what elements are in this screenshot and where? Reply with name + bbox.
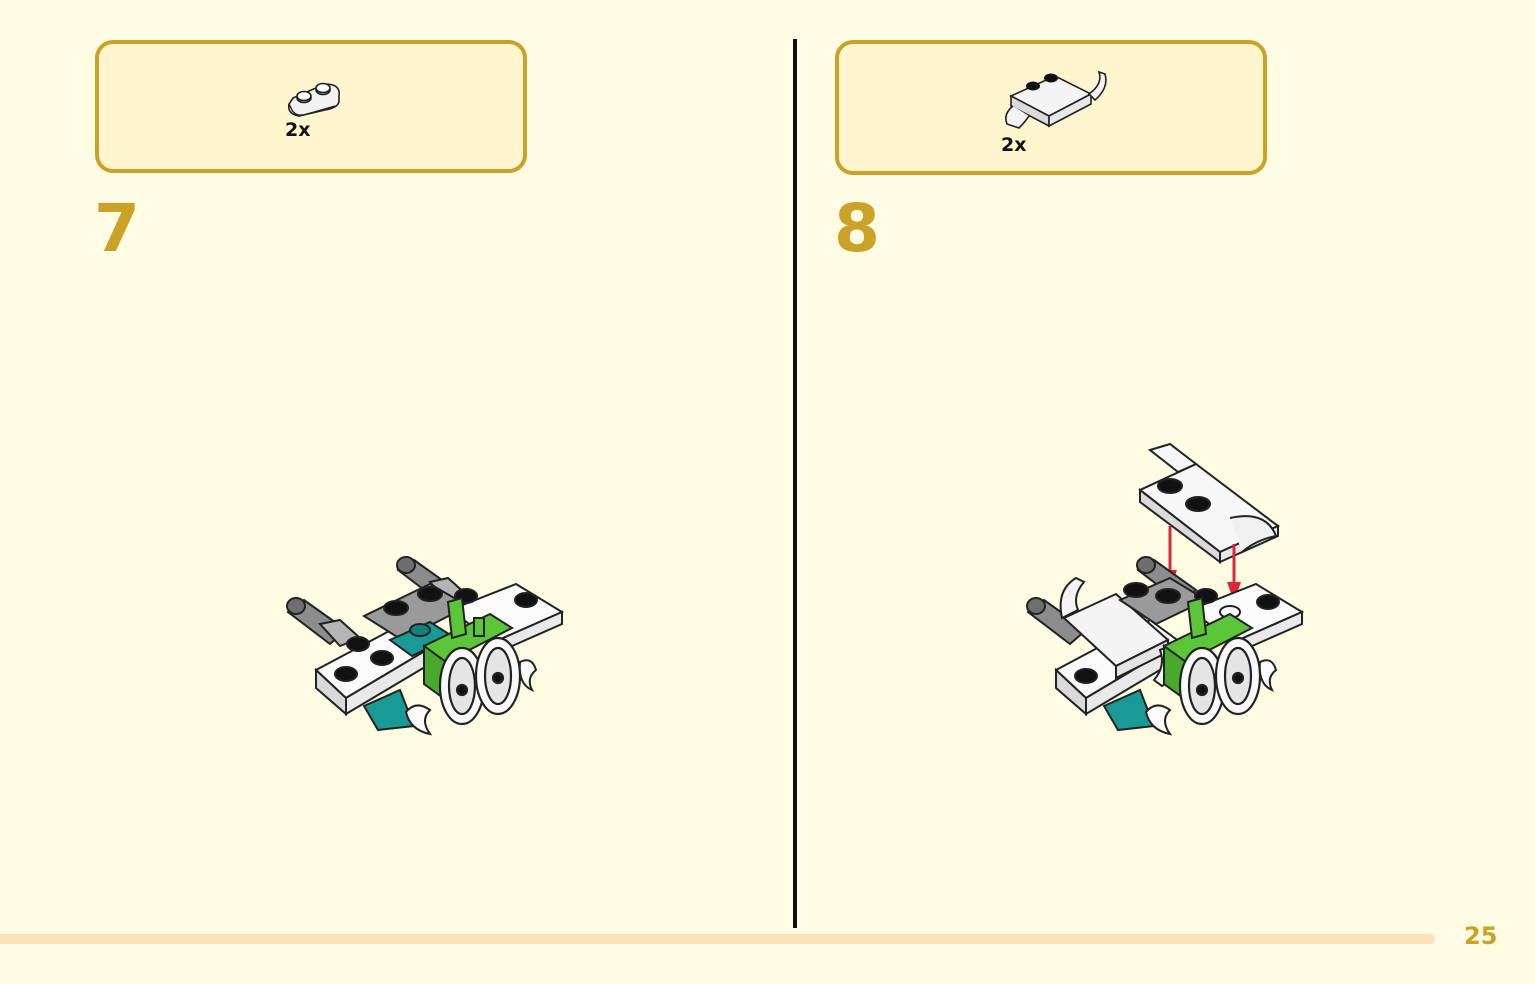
parts-callout-step-7: 2x <box>95 40 527 173</box>
windscreen-attached <box>1059 576 1175 688</box>
body-gray <box>1117 576 1209 626</box>
parts-callout-step-8: 2x <box>835 40 1267 175</box>
claw-piece <box>404 659 538 736</box>
windscreen-piece-floating <box>1138 442 1280 564</box>
front-wheels <box>438 636 522 726</box>
body-teal <box>362 620 455 732</box>
windscreen-piece-icon <box>1005 70 1107 129</box>
front-wheels <box>1178 636 1262 726</box>
step-8-model-illustration <box>1026 442 1305 736</box>
page-number: 25 <box>1464 922 1498 950</box>
footer-bar <box>0 934 1435 944</box>
plate-1x2-round-icon <box>287 82 341 117</box>
step-number: 7 <box>94 190 140 267</box>
part-quantity: 2x <box>1001 134 1027 156</box>
step-7-model-illustration <box>286 556 565 736</box>
part-quantity: 2x <box>285 119 311 141</box>
claw-piece <box>1144 659 1278 736</box>
page-divider <box>793 39 797 928</box>
step-number: 8 <box>834 190 880 267</box>
